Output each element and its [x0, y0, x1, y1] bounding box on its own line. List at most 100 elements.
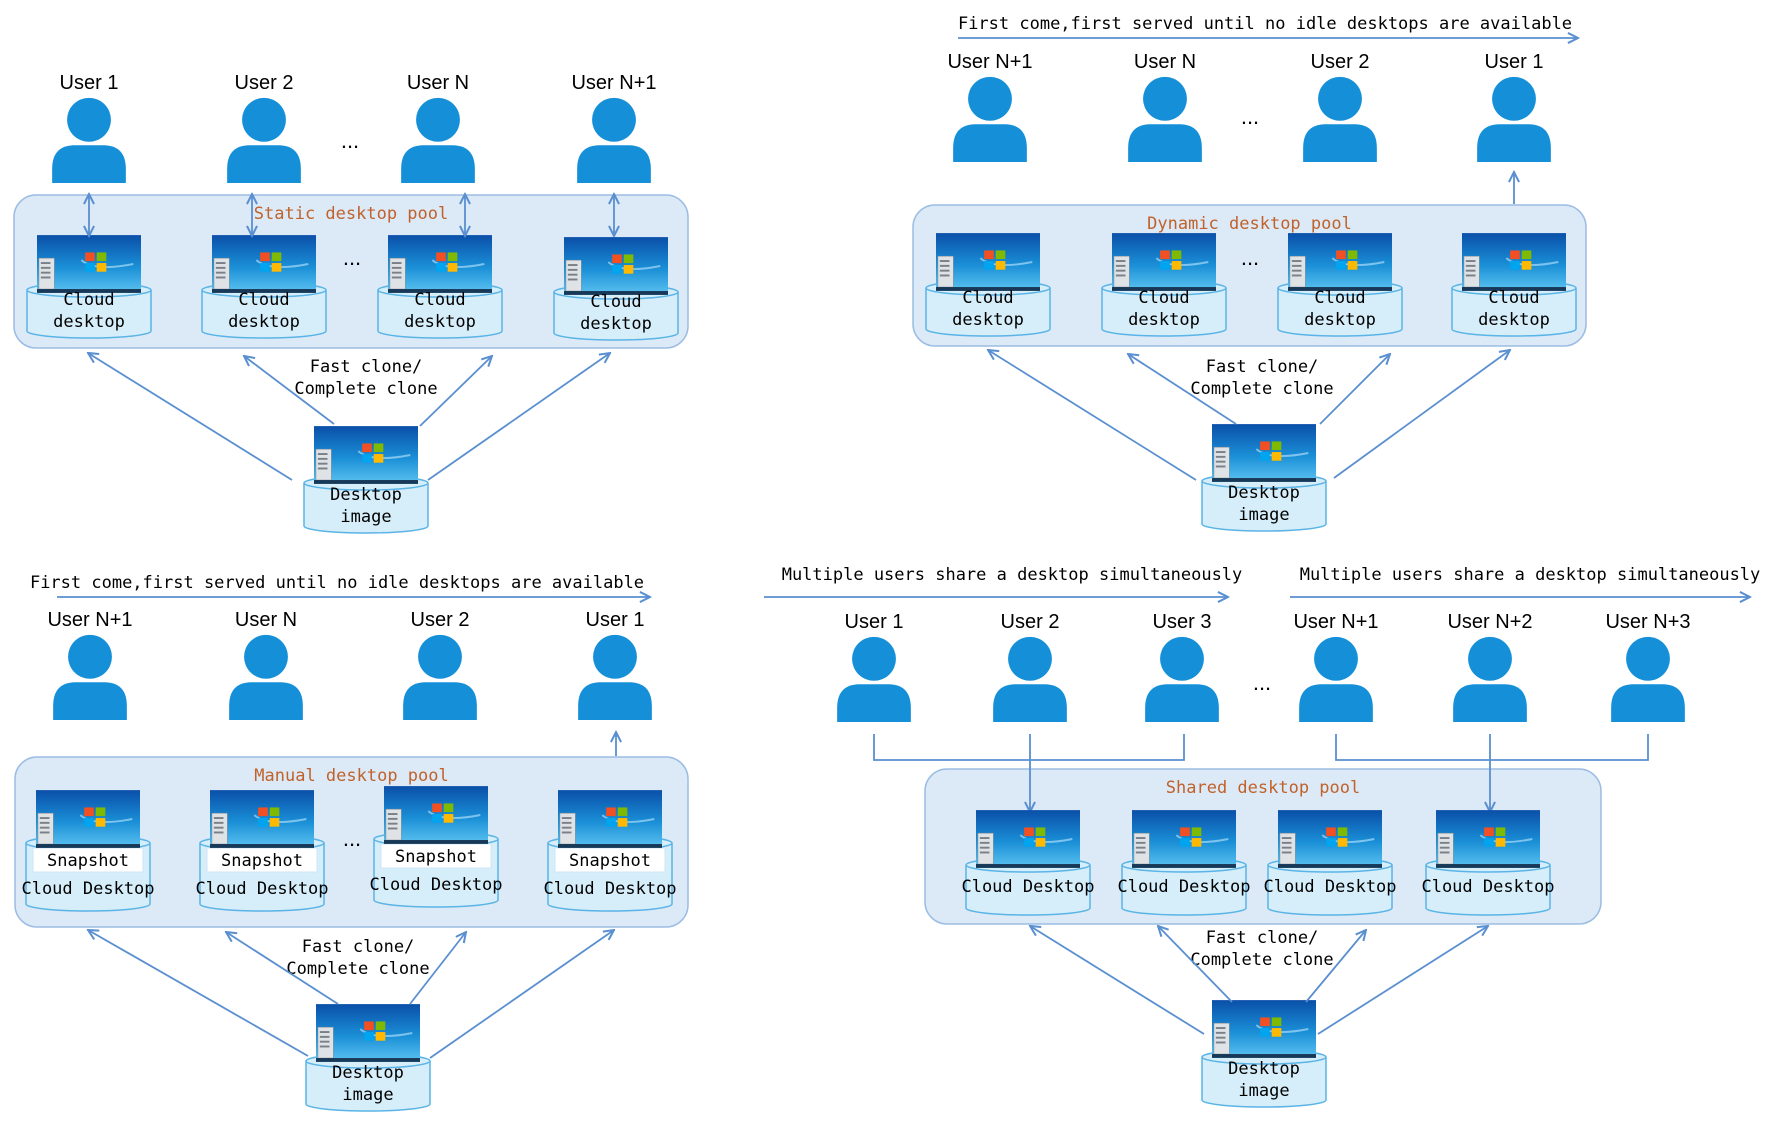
share-banner-1: Multiple users share a desktop simultane… [782, 565, 1243, 585]
monitor-icon [209, 789, 315, 849]
desktop-label-line1: Snapshot [569, 851, 651, 871]
user-3: User 2 [403, 609, 477, 720]
fcfs-banner: First come,first served until no idle de… [30, 573, 644, 593]
desktop-label-line2: desktop [1478, 310, 1550, 330]
ellipsis: ... [341, 128, 359, 153]
user-icon [837, 636, 911, 722]
monitor-icon [383, 785, 489, 845]
user-icon [1145, 636, 1219, 722]
pool-title: Manual desktop pool [254, 766, 448, 786]
ellipsis-desktops: ... [343, 245, 361, 270]
arrow [88, 930, 309, 1057]
desktop-label-line1: Cloud [1138, 288, 1189, 308]
monitor-icon [1211, 423, 1317, 483]
user-label: User N+1 [47, 609, 132, 631]
arrow [226, 932, 339, 1005]
image-label-line1: Desktop [330, 485, 402, 505]
user-4: User 1 [1477, 51, 1551, 162]
desktop-label-line2: Cloud Desktop [195, 879, 328, 899]
desktop-label: Cloud Desktop [1263, 877, 1396, 897]
image-label-line1: Desktop [332, 1063, 404, 1083]
user-label: User 2 [411, 609, 470, 631]
ellipsis-desktops: ... [1241, 245, 1259, 270]
user-4: User 1 [578, 609, 652, 720]
clone-label-line2: Complete clone [1190, 379, 1333, 399]
disk-icon [1277, 288, 1403, 337]
monitor-icon [211, 234, 317, 294]
arrow [1305, 930, 1366, 1003]
monitor-icon [387, 234, 493, 294]
user-2: User 2 [227, 72, 301, 183]
clone-label-line2: Complete clone [1190, 950, 1333, 970]
user-1: User N+1 [47, 609, 133, 720]
desktop-label: Cloud Desktop [961, 877, 1094, 897]
pool-box [13, 194, 689, 349]
user-label: User 3 [1153, 611, 1212, 633]
pool-box [912, 204, 1587, 347]
arrow [429, 930, 614, 1059]
monitor-icon [1435, 809, 1541, 869]
manual-desktop-pool-panel: First come,first served until no idle de… [14, 573, 689, 1112]
ellipsis: ... [1253, 670, 1271, 695]
disk-icon [1201, 1057, 1327, 1108]
user-icon [1453, 636, 1527, 722]
share-banner-2: Multiple users share a desktop simultane… [1300, 565, 1761, 585]
disk-icon [377, 290, 503, 339]
user-icon [578, 634, 652, 720]
desktop-label-line2: desktop [228, 312, 300, 332]
ellipsis: ... [1241, 104, 1259, 129]
desktop-label-line1: Cloud [962, 288, 1013, 308]
disk-icon [1425, 865, 1551, 916]
cloud-desktop-2: Cloud Desktop [1117, 809, 1251, 916]
user-label: User N [1134, 51, 1196, 73]
clone-label-line1: Fast clone/ [1206, 928, 1319, 948]
arrow [244, 356, 335, 425]
user-icon [1477, 76, 1551, 162]
arrow [1158, 926, 1233, 1003]
user-label: User 2 [1001, 611, 1060, 633]
disk-icon [553, 292, 679, 341]
disk-icon [965, 865, 1091, 916]
user-label: User 1 [60, 72, 119, 94]
desktop-label-line2: desktop [580, 314, 652, 334]
desktop-label-line2: Cloud Desktop [369, 875, 502, 895]
connector-line [1335, 734, 1649, 761]
image-label-line1: Desktop [1228, 1059, 1300, 1079]
clone-label-line1: Fast clone/ [310, 357, 423, 377]
disk-icon [1267, 865, 1393, 916]
snapshot-band [380, 843, 492, 869]
user-1: User N+1 [947, 51, 1033, 162]
connector-line [873, 734, 1185, 761]
desktop-label-line2: desktop [53, 312, 125, 332]
user-label: User 1 [1485, 51, 1544, 73]
user-label: User N+3 [1605, 611, 1690, 633]
cloud-desktop-1: Cloud Desktop [961, 809, 1095, 916]
monitor-icon [557, 789, 663, 849]
monitor-icon [935, 232, 1041, 292]
monitor-icon [36, 234, 142, 294]
user-icon [577, 97, 651, 183]
pool-title: Dynamic desktop pool [1147, 214, 1352, 234]
disk-icon [26, 290, 152, 339]
disk-icon [303, 483, 429, 534]
monitor-icon [1277, 809, 1383, 869]
image-label-line2: image [1238, 505, 1289, 525]
user-4: User N+1 [571, 72, 657, 183]
user-icon [953, 76, 1027, 162]
desktop-label-line1: Snapshot [47, 851, 129, 871]
disk-icon [1451, 288, 1577, 337]
arrow [1128, 354, 1237, 425]
disk-icon [305, 1061, 431, 1112]
desktop-label-line1: Snapshot [395, 847, 477, 867]
ellipsis-desktops: ... [343, 826, 361, 851]
user-3: User 3 [1145, 611, 1219, 722]
